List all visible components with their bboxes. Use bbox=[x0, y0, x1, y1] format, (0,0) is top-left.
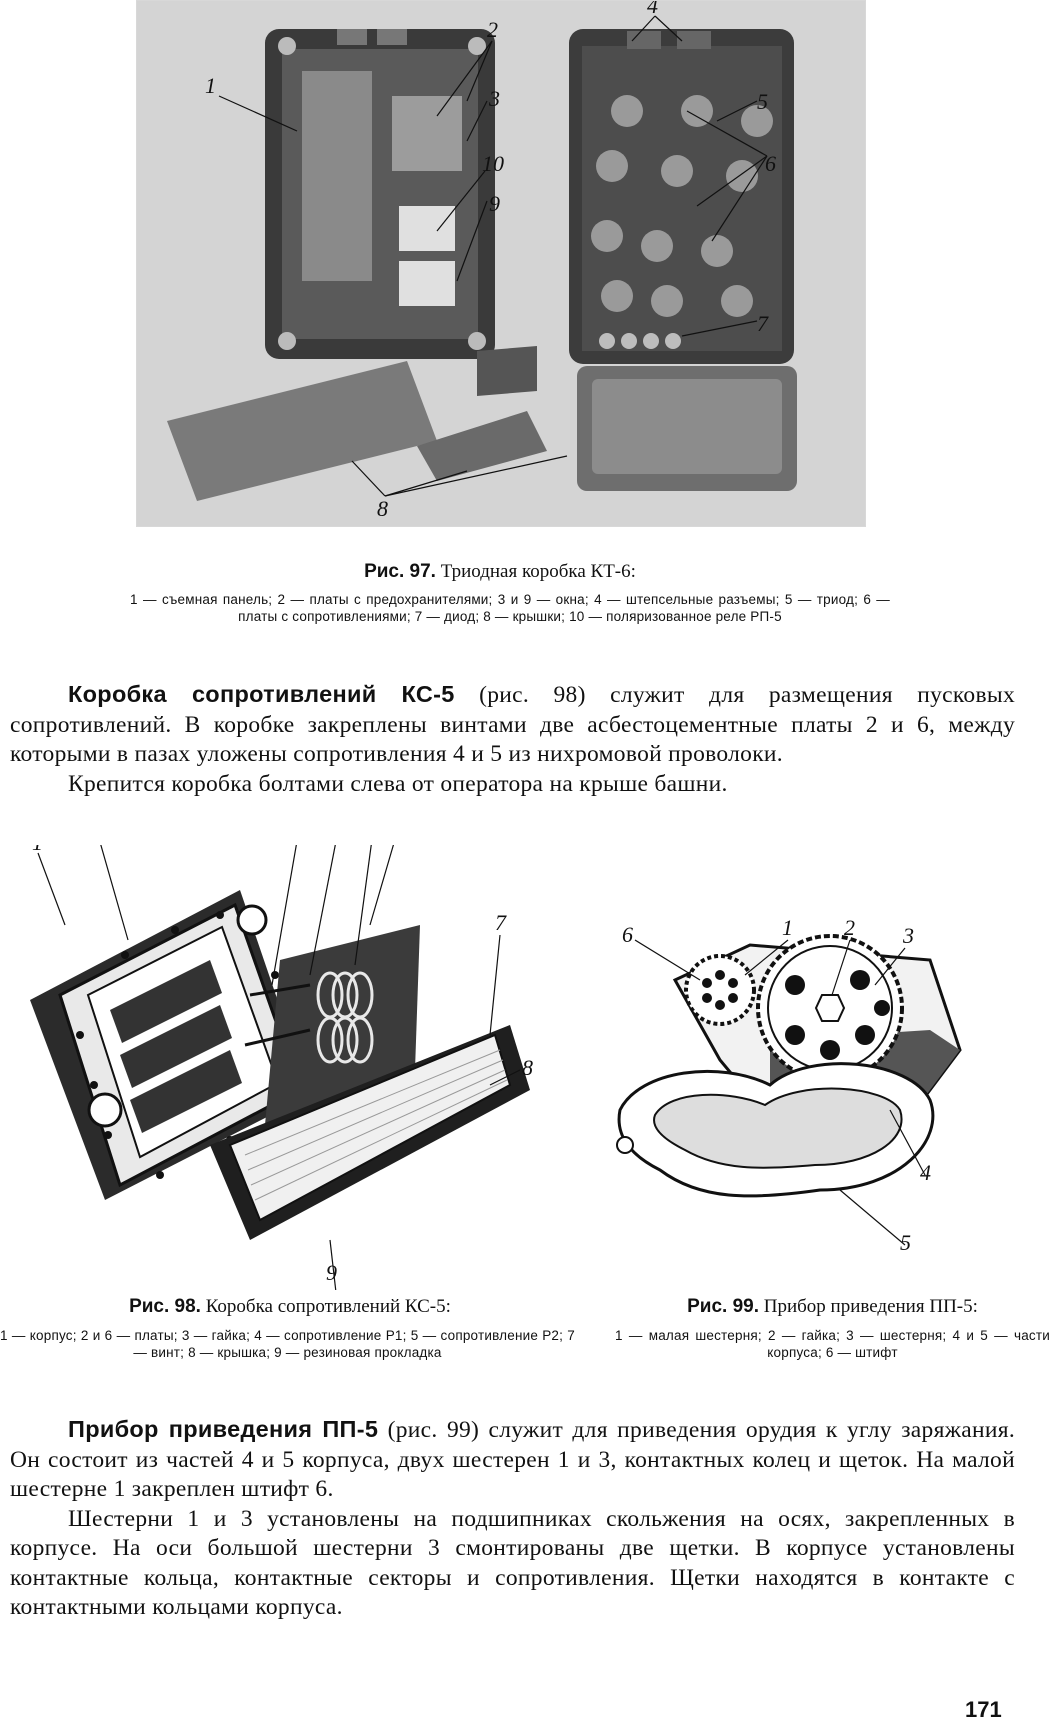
fig97-label-4: 4 bbox=[647, 1, 658, 18]
figure-97-photo: 1 2 3 10 9 4 5 6 7 8 bbox=[136, 0, 866, 527]
paragraph-pp5: Прибор приведения ПП-5 (рис. 99) служит … bbox=[10, 1415, 1015, 1623]
fig99-label-4: 4 bbox=[920, 1160, 931, 1185]
page-number: 171 bbox=[965, 1697, 1002, 1722]
fig98-label-8: 8 bbox=[522, 1055, 533, 1080]
fig97-label-2: 2 bbox=[487, 17, 498, 42]
fig97-label-5: 5 bbox=[757, 89, 768, 114]
pp5-term: Прибор приведения ПП-5 bbox=[68, 1416, 379, 1442]
fig97-caption-title: Рис. 97. Триодная коробка КТ-6: bbox=[136, 561, 864, 583]
fig97-label-9: 9 bbox=[489, 191, 500, 216]
fig97-label-1: 1 bbox=[205, 73, 216, 98]
ks5-mount-text: Крепится коробка болтами слева от операт… bbox=[68, 770, 728, 797]
fig97-label-7: 7 bbox=[757, 311, 769, 336]
fig99-label-1: 1 bbox=[782, 915, 793, 940]
fig97-label-8: 8 bbox=[377, 496, 388, 521]
ks5-text: (рис. 98) служит для размещения пусковых… bbox=[10, 682, 1016, 767]
pp5-text: (рис. 99) служит для приведения орудия к… bbox=[10, 1417, 1015, 1502]
paragraph-ks5: Коробка сопротивлений КС-5 (рис. 98) слу… bbox=[10, 680, 1015, 799]
fig98-caption-title: Рис. 98. Коробка сопротивлений КС-5: bbox=[0, 1296, 580, 1318]
fig99-legend: 1 — малая шестерня; 2 — гайка; 3 — шесте… bbox=[615, 1328, 1050, 1360]
fig98-label-1: 1 bbox=[32, 845, 43, 855]
ks5-term: Коробка сопротивлений КС-5 bbox=[68, 681, 455, 707]
fig97-number: Рис. 97. bbox=[364, 561, 436, 582]
fig97-label-10: 10 bbox=[482, 151, 504, 176]
fig98-number: Рис. 98. bbox=[129, 1296, 201, 1317]
fig98-title: Коробка сопротивлений КС-5: bbox=[205, 1296, 451, 1317]
pp5-gears-text: Шестерни 1 и 3 установлены на подшипника… bbox=[10, 1505, 1015, 1621]
fig98-legend: 1 — корпус; 2 и 6 — платы; 3 — гайка; 4 … bbox=[0, 1328, 575, 1360]
fig98-label-9: 9 bbox=[326, 1260, 337, 1285]
fig97-legend: 1 — съемная панель; 2 — платы с предохра… bbox=[130, 592, 890, 624]
figure-98-drawing: 1 2 3 4 5 6 7 8 9 bbox=[10, 845, 590, 1290]
fig99-label-2: 2 bbox=[844, 915, 855, 940]
fig97-title: Триодная коробка КТ-6: bbox=[440, 561, 636, 582]
fig99-label-5: 5 bbox=[900, 1230, 911, 1255]
fig99-label-3: 3 bbox=[902, 923, 914, 948]
fig99-number: Рис. 99. bbox=[687, 1296, 759, 1317]
fig99-title: Прибор приведения ПП-5: bbox=[763, 1296, 978, 1317]
figure-99-drawing: 1 2 3 6 4 5 bbox=[600, 900, 1040, 1280]
fig97-label-6: 6 bbox=[765, 151, 776, 176]
fig98-label-7: 7 bbox=[495, 910, 507, 935]
fig97-label-3: 3 bbox=[488, 86, 500, 111]
fig99-label-6: 6 bbox=[622, 922, 633, 947]
fig99-caption-title: Рис. 99. Прибор приведения ПП-5: bbox=[615, 1296, 1050, 1318]
